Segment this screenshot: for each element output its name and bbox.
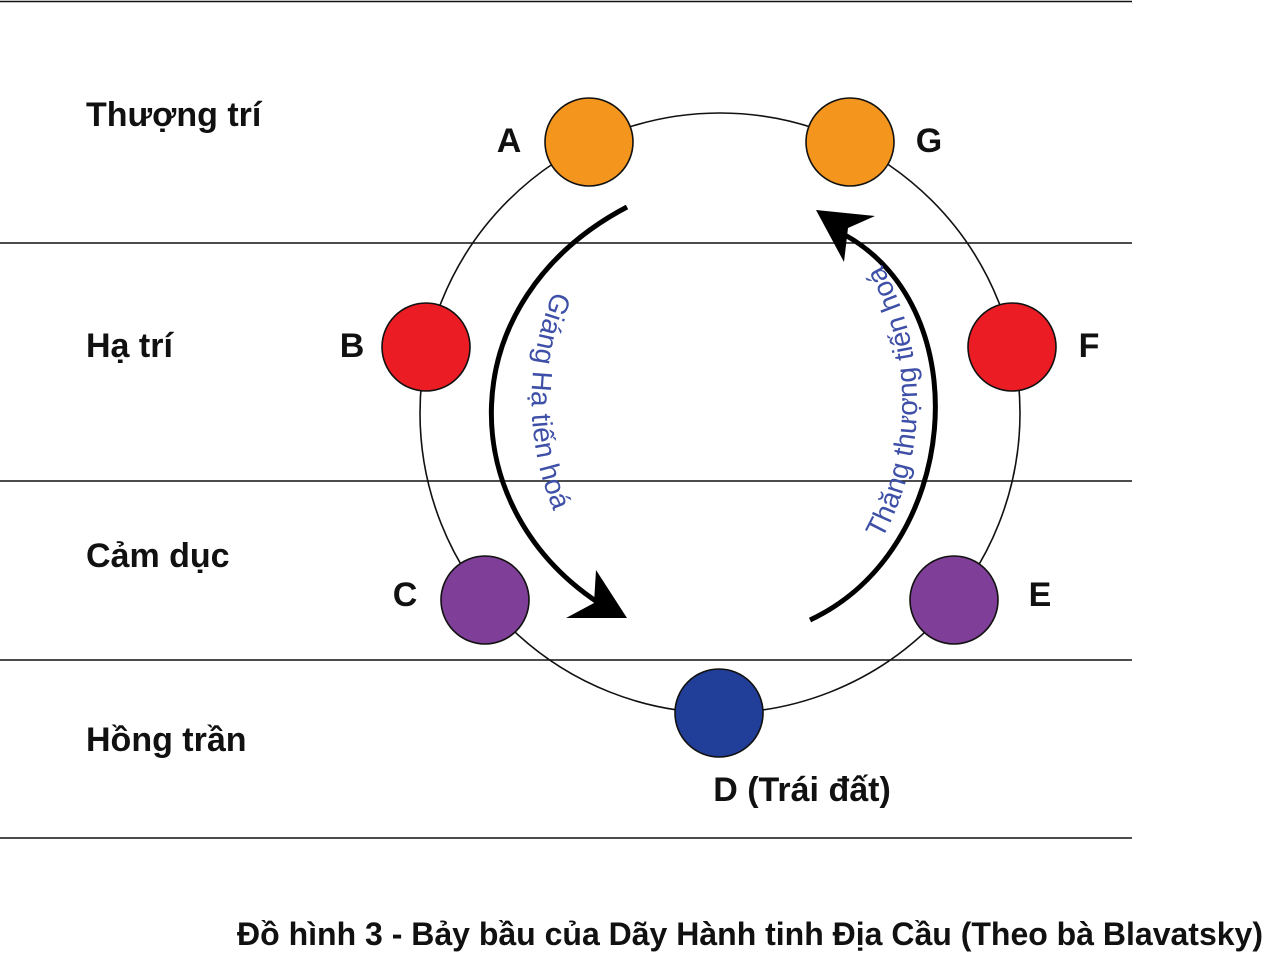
globe-label-b: B: [340, 327, 365, 365]
plane-label-ha-tri: Hạ trí: [86, 327, 174, 365]
globe-b: [381, 302, 471, 392]
globe-label-c: C: [393, 576, 418, 614]
globe-g: [805, 97, 895, 187]
plane-label-cam-duc: Cảm dục: [86, 537, 230, 575]
figure-caption: Đồ hình 3 - Bảy bầu của Dãy Hành tinh Đị…: [237, 916, 1263, 952]
globe-f: [967, 302, 1057, 392]
plane-label-hong-tran: Hồng trần: [86, 721, 247, 759]
descent-label: Giáng Hạ tiến hoá: [526, 289, 578, 514]
globe-label-g: G: [916, 122, 942, 160]
globe-label-a: A: [497, 122, 522, 160]
plane-label-thuong-tri: Thượng trí: [86, 96, 263, 134]
globe-label-f: F: [1079, 327, 1100, 365]
descent-arrowhead: [566, 570, 627, 618]
ascent-arrow: [808, 232, 938, 623]
globe-c: [440, 555, 530, 645]
globe-e: [909, 555, 999, 645]
globe-d-earth: [674, 668, 764, 758]
ascent-arrowhead: [816, 210, 875, 262]
globe-label-e: E: [1029, 576, 1052, 614]
descent-arrow: [488, 204, 629, 610]
globe-a: [544, 97, 634, 187]
globe-label-d: D (Trái đất): [713, 771, 891, 809]
